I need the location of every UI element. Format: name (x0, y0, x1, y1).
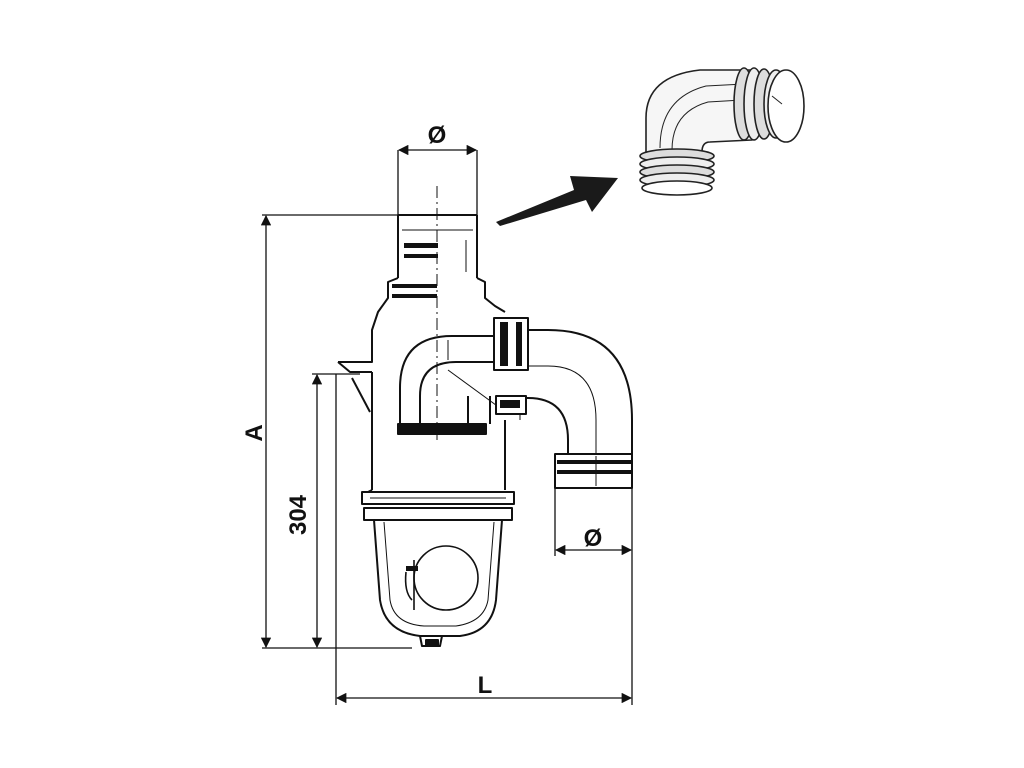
outlet-pipe (493, 317, 633, 489)
dimension-lines (260, 144, 633, 705)
height-304-label: 304 (285, 494, 312, 535)
arrow-right-icon (496, 176, 618, 226)
separator-body (337, 186, 515, 647)
outlet-diameter-label: Ø (584, 525, 603, 552)
height-a-label: A (241, 424, 268, 441)
length-l-label: L (478, 672, 493, 699)
inlet-diameter-label: Ø (428, 122, 447, 149)
elbow-fitting-icon (639, 67, 805, 196)
